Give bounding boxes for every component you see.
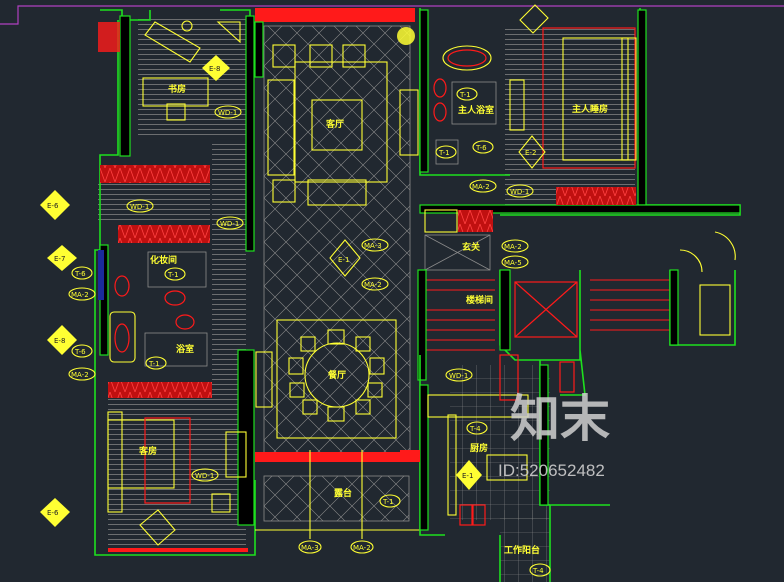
svg-text:MA-2: MA-2 [353, 544, 371, 552]
wardrobe [458, 210, 493, 232]
tag-ma2: MA-2 [350, 540, 374, 554]
svg-text:E-8: E-8 [209, 65, 220, 73]
svg-text:WD-1: WD-1 [220, 220, 239, 228]
kitchen-area [400, 354, 610, 582]
svg-text:WD-1: WD-1 [510, 188, 529, 196]
tag-wd1: WD-1 [126, 199, 154, 213]
tag-ma3: MA-3 [298, 540, 322, 554]
wardrobe [108, 382, 212, 398]
watermark-brand: 知末 [510, 390, 610, 448]
svg-text:MA-2: MA-2 [504, 243, 522, 251]
room-label-stair: 楼梯间 [466, 294, 493, 306]
svg-text:T-1: T-1 [459, 91, 471, 99]
svg-text:T-6: T-6 [74, 270, 86, 278]
svg-text:MA-2: MA-2 [71, 371, 89, 379]
wardrobe [118, 225, 210, 243]
svg-text:MA-5: MA-5 [504, 259, 522, 267]
wardrobe [100, 165, 210, 183]
room-label-dining: 餐厅 [327, 369, 346, 381]
elevation-marker: E-1 [329, 239, 361, 277]
room-label-master-bed: 主人睡房 [572, 103, 608, 115]
tag-wd1: WD-1 [506, 184, 534, 198]
svg-text:MA-2: MA-2 [71, 291, 89, 299]
elevation-marker: E-8 [47, 325, 77, 355]
svg-text:T-1: T-1 [382, 498, 394, 506]
svg-text:MA-3: MA-3 [364, 242, 382, 250]
svg-text:T-6: T-6 [475, 144, 487, 152]
svg-text:E-1: E-1 [462, 472, 473, 480]
tag-ma3: MA-3 [361, 238, 389, 252]
elevation-marker: E-1 [456, 460, 482, 490]
svg-text:WD-1: WD-1 [218, 109, 237, 117]
tag-wd1: WD-1 [191, 468, 219, 482]
room-label-terrace: 露台 [334, 487, 352, 499]
tag-t4: T-4 [466, 421, 488, 435]
room-label-work-balcony: 工作阳台 [504, 544, 540, 556]
elevation-marker: E-6 [40, 498, 70, 527]
tag-ma5: MA-5 [501, 255, 529, 269]
svg-text:E-7: E-7 [54, 255, 65, 263]
svg-text:WD-1: WD-1 [195, 472, 214, 480]
room-label-bath: 浴室 [176, 343, 194, 355]
svg-text:T-4: T-4 [469, 425, 481, 433]
core-stairs [417, 231, 736, 396]
tag-wd1: WD-1 [216, 216, 244, 230]
tag-t1: T-1 [379, 494, 401, 508]
room-label-guest: 客房 [138, 445, 157, 457]
material-tags: WD-1 WD-1 WD-1 WD-1 WD-1 WD-1 MA-3 MA-2 … [68, 87, 551, 577]
elevation-marker: E-7 [47, 245, 77, 271]
tag-t1: T-1 [435, 145, 457, 159]
tag-ma2: MA-2 [68, 287, 96, 301]
elevation-marker: E-8 [202, 55, 230, 81]
tag-t4: T-4 [529, 563, 551, 577]
svg-text:WD-1: WD-1 [130, 203, 149, 211]
room-label-kitchen: 厨房 [470, 442, 488, 454]
svg-text:MA-2: MA-2 [364, 281, 382, 289]
room-label-living: 客厅 [325, 118, 344, 130]
drawing-frame [0, 5, 784, 25]
room-label-study: 书房 [168, 83, 186, 95]
room-label-vanity: 化妆间 [150, 254, 177, 266]
master-suite [419, 4, 741, 233]
room-label-master-bath: 主人浴室 [458, 104, 494, 116]
tag-ma2: MA-2 [68, 367, 96, 381]
svg-text:E-8: E-8 [54, 337, 65, 345]
svg-text:T-4: T-4 [532, 567, 544, 575]
watermark-id: ID:520652482 [498, 461, 605, 480]
elevation-marker: E-6 [40, 190, 70, 220]
tag-t6: T-6 [472, 140, 494, 154]
tag-t6: T-6 [71, 344, 93, 358]
svg-text:T-1: T-1 [438, 149, 450, 157]
svg-text:T-1: T-1 [148, 360, 160, 368]
tag-t6: T-6 [71, 266, 93, 280]
svg-text:MA-3: MA-3 [301, 544, 319, 552]
svg-text:E-2: E-2 [525, 149, 536, 157]
svg-text:MA-2: MA-2 [472, 183, 490, 191]
tag-ma2: MA-2 [361, 277, 389, 291]
wardrobe [556, 187, 636, 205]
room-label-foyer: 玄关 [462, 241, 480, 253]
svg-text:WD-1: WD-1 [449, 372, 468, 380]
svg-text:E-6: E-6 [47, 509, 59, 517]
left-wing [94, 9, 256, 556]
svg-text:E-6: E-6 [47, 202, 59, 210]
tag-wd1: WD-1 [445, 368, 473, 382]
elevation-marker: E-2 [518, 135, 546, 169]
tag-t1: T-1 [145, 356, 167, 370]
svg-text:E-1: E-1 [338, 256, 349, 264]
svg-text:T-1: T-1 [167, 271, 179, 279]
tag-ma2: MA-2 [469, 179, 497, 193]
tag-t1: T-1 [164, 267, 186, 281]
tag-wd1: WD-1 [214, 105, 242, 119]
central-hall [254, 8, 420, 539]
elevation-markers: E-6 E-7 E-8 E-6 E-8 E-1 E-2 E-1 [40, 55, 546, 527]
tag-ma2: MA-2 [501, 239, 529, 253]
svg-text:T-6: T-6 [74, 348, 86, 356]
tag-t1: T-1 [456, 87, 478, 101]
